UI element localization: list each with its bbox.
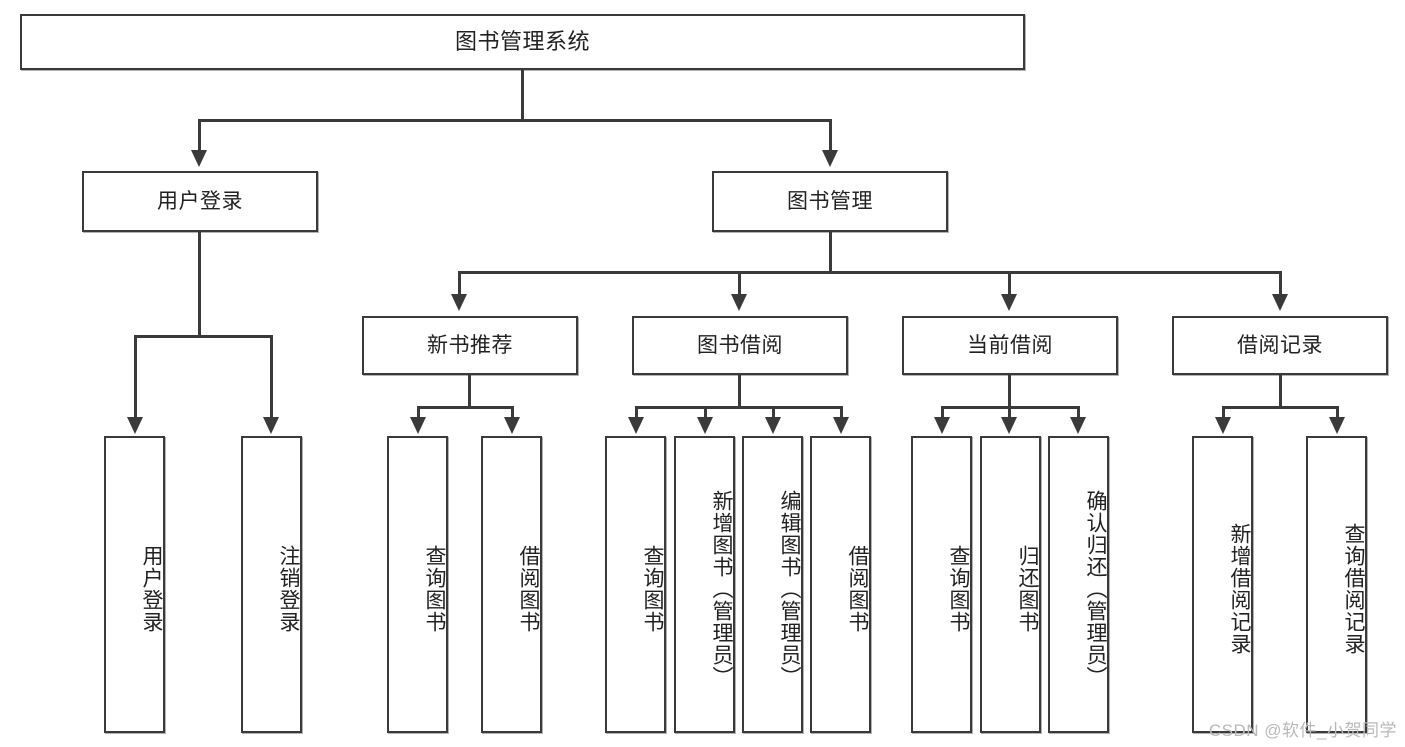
node-book-borrow[interactable]: 图书借阅 <box>632 316 848 375</box>
connector-book-borrow-child-3 <box>772 406 775 418</box>
leaf-return-book[interactable]: 归还图书 <box>980 436 1041 733</box>
leaf-borrow-book-1[interactable]: 借阅图书 <box>481 436 542 733</box>
node-user-login[interactable]: 用户登录 <box>82 171 318 232</box>
connector-borrow-record-child-1 <box>1222 406 1225 418</box>
arrow-to-leaf-query-book-3 <box>934 417 950 434</box>
leaf-query-book-1[interactable]: 查询图书 <box>387 436 448 733</box>
connector-user-login-child-2 <box>270 335 273 418</box>
arrow-to-user-login <box>191 150 207 167</box>
arrow-to-leaf-borrow-book-2 <box>833 417 849 434</box>
arrow-to-leaf-user-login <box>127 417 143 434</box>
watermark-text: CSDN @软件_小贺同学 <box>1208 721 1397 740</box>
arrow-to-new-book-recommend <box>451 294 467 311</box>
connector-new-book-child-1 <box>417 406 420 418</box>
leaf-query-record[interactable]: 查询借阅记录 <box>1306 436 1367 733</box>
arrow-to-leaf-borrow-book-1 <box>504 417 520 434</box>
leaf-confirm-return[interactable]: 确认归还（管理员） <box>1048 436 1109 733</box>
connector-user-login-child-1 <box>134 335 137 418</box>
arrow-to-current-borrow <box>1001 294 1017 311</box>
arrow-to-leaf-query-book-2 <box>628 417 644 434</box>
connector-new-book-stem <box>468 375 471 407</box>
leaf-query-book-3[interactable]: 查询图书 <box>911 436 972 733</box>
node-current-borrow[interactable]: 当前借阅 <box>902 316 1118 375</box>
leaf-add-record[interactable]: 新增借阅记录 <box>1192 436 1253 733</box>
node-borrow-record[interactable]: 借阅记录 <box>1172 316 1388 375</box>
connector-borrow-record-stem <box>1279 375 1282 407</box>
connector-book-borrow-child-1 <box>635 406 638 418</box>
connector-bm-to-current-borrow <box>1008 271 1011 295</box>
connector-root-to-user-login <box>198 119 201 151</box>
arrow-to-leaf-query-record <box>1329 417 1345 434</box>
connector-current-borrow-stem <box>1008 375 1011 407</box>
arrow-to-borrow-record <box>1272 294 1288 311</box>
arrow-to-leaf-add-record <box>1215 417 1231 434</box>
arrow-to-book-borrow <box>731 294 747 311</box>
leaf-query-book-2[interactable]: 查询图书 <box>605 436 666 733</box>
connector-root-bar <box>198 119 832 122</box>
arrow-to-leaf-return-book <box>1001 417 1017 434</box>
node-new-book-recommend[interactable]: 新书推荐 <box>362 316 578 375</box>
connector-bm-to-borrow-record <box>1279 271 1282 295</box>
connector-current-borrow-child-2 <box>1008 406 1011 418</box>
connector-book-borrow-child-2 <box>704 406 707 418</box>
leaf-add-book[interactable]: 新增图书（管理员） <box>674 436 735 733</box>
arrow-to-leaf-logout-login <box>263 417 279 434</box>
connector-root-to-book-management <box>829 119 832 151</box>
node-root-book-management-system[interactable]: 图书管理系统 <box>20 14 1025 70</box>
connector-book-borrow-stem <box>738 375 741 407</box>
connector-root-stem <box>521 70 524 120</box>
connector-borrow-record-bar <box>1222 406 1339 409</box>
leaf-user-login[interactable]: 用户登录 <box>104 436 165 733</box>
arrow-to-leaf-query-book-1 <box>410 417 426 434</box>
connector-current-borrow-child-1 <box>941 406 944 418</box>
connector-bm-to-book-borrow <box>738 271 741 295</box>
leaf-borrow-book-2[interactable]: 借阅图书 <box>810 436 871 733</box>
arrow-to-leaf-edit-book <box>765 417 781 434</box>
connector-bm-to-new-book <box>458 271 461 295</box>
arrow-to-leaf-add-book <box>697 417 713 434</box>
connector-book-management-stem <box>829 232 832 273</box>
arrow-to-book-management <box>822 150 838 167</box>
node-book-management[interactable]: 图书管理 <box>712 171 948 232</box>
connector-book-management-bar <box>458 271 1282 274</box>
connector-current-borrow-child-3 <box>1077 406 1080 418</box>
connector-user-login-stem <box>198 232 201 336</box>
arrow-to-leaf-confirm-return <box>1070 417 1086 434</box>
connector-book-borrow-child-4 <box>840 406 843 418</box>
connector-new-book-bar <box>417 406 514 409</box>
connector-new-book-child-2 <box>511 406 514 418</box>
connector-borrow-record-child-2 <box>1336 406 1339 418</box>
connector-user-login-bar <box>134 335 273 338</box>
connector-book-borrow-bar <box>635 406 843 409</box>
leaf-edit-book[interactable]: 编辑图书（管理员） <box>742 436 803 733</box>
leaf-logout-login[interactable]: 注销登录 <box>241 436 302 733</box>
